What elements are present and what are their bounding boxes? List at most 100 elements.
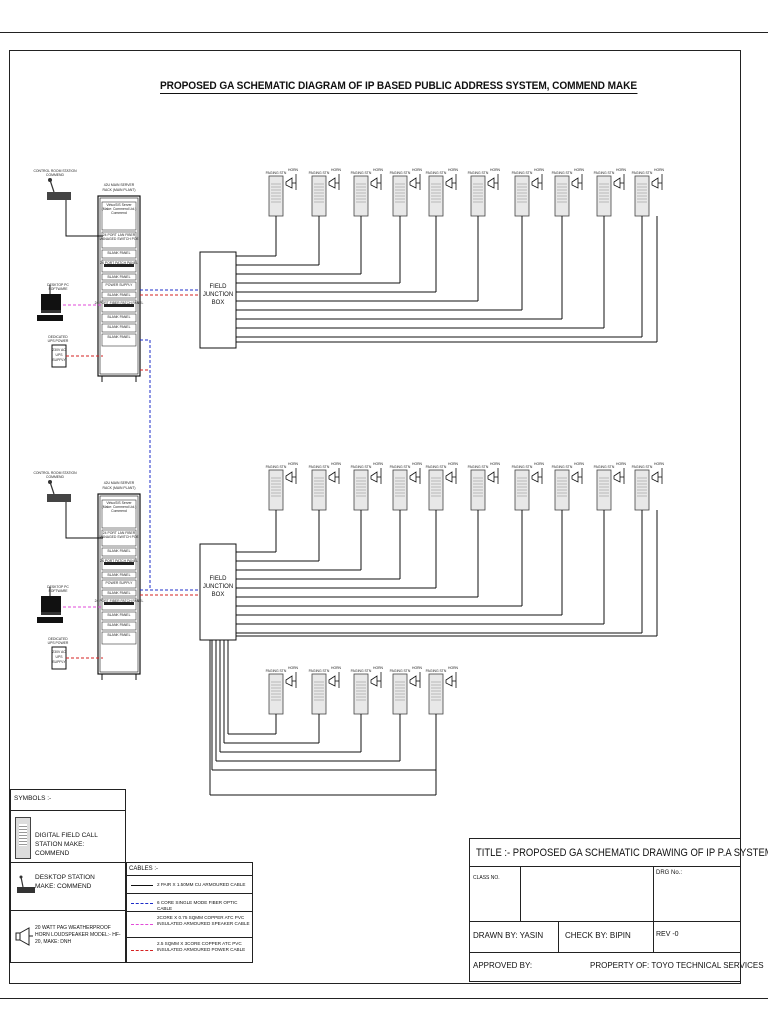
rack-unit-label: POWER SUPPLY (106, 581, 134, 585)
cables-legend: CABLES :- 2 PAIR X 1.50MM CU ARMOURED CA… (126, 862, 253, 963)
desktop-label: DESKTOP PC (47, 585, 69, 589)
cable-text-power: 2.5 SQMM X 3CORE COPPER ATC PVC INSULATE… (157, 941, 246, 952)
bottom-border-line (0, 998, 768, 999)
horn-caption: HORN (490, 462, 501, 466)
cable-swatch-speaker (131, 924, 153, 925)
horn-speaker-icon (487, 177, 495, 189)
horn-speaker-icon (531, 177, 539, 189)
top-border-line (0, 32, 768, 33)
cable-text-fiber: 6 CORE SINGLE MODE FIBER OPTIC CABLE (157, 900, 238, 911)
station-caption: PAGING STN (632, 171, 653, 175)
symbol-row-desktop-station: DESKTOP STATION MAKE: COMMEND (11, 862, 125, 911)
rack-unit-label: 24 PORT FIBER PATCH PANEL (95, 301, 144, 305)
station-caption: PAGING STN (468, 171, 489, 175)
station-caption: PAGING STN (309, 465, 330, 469)
horn-speaker-icon (531, 471, 539, 483)
cable-line (65, 502, 103, 539)
station-caption: PAGING STN (426, 669, 447, 673)
rack-unit (101, 291, 137, 299)
cable-row-speaker: 2CORE X 0.75 SQMM COPPER ATC PVC INSULAT… (127, 911, 252, 938)
property-of: PROPERTY OF: TOYO TECHNICAL SERVICES (590, 961, 764, 970)
horn-speaker-icon (651, 471, 659, 483)
rack-unit (101, 579, 137, 589)
station-caption: PAGING STN (351, 465, 372, 469)
keyboard-icon (37, 315, 63, 321)
station-caption: PAGING STN (426, 465, 447, 469)
horn-speaker-icon (409, 675, 417, 687)
symbol-horn-text: 20 WATT PAG WEATHERPROOF HORN LOUDSPEAKE… (35, 925, 121, 945)
desktop-pc-2 (37, 587, 63, 623)
control-station-label: COMMEND (46, 173, 64, 177)
horn-speaker-icon (328, 471, 336, 483)
station-caption: PAGING STN (351, 669, 372, 673)
horn-caption: HORN (373, 168, 384, 172)
station-caption: PAGING STN (390, 669, 411, 673)
monitor-icon (41, 596, 61, 612)
control-station-label: CONTROL ROOM STATION (33, 169, 77, 173)
horn-caption: HORN (412, 168, 423, 172)
station-caption: PAGING STN (594, 465, 615, 469)
monitor-icon (41, 294, 61, 310)
ups-box-label: UPS (56, 353, 64, 357)
rack-unit (101, 323, 137, 333)
desktop-station-icon (15, 875, 37, 899)
class-no-label: CLASS NO. (473, 875, 500, 881)
field-box-label: JUNCTION (203, 584, 233, 590)
rack-header: 42U MAIN SERVER (104, 183, 135, 187)
horn-caption: HORN (412, 462, 423, 466)
rack-header: 42U MAIN SERVER (104, 481, 135, 485)
rack-unit (101, 547, 137, 557)
rack-unit-label: BLANK PANEL (108, 335, 131, 339)
rack-unit-label: Commend (111, 211, 127, 215)
station-caption: PAGING STN (512, 171, 533, 175)
station-caption: PAGING STN (552, 465, 573, 469)
symbols-header: SYMBOLS :- (14, 795, 52, 802)
horn-speaker-icon (370, 471, 378, 483)
horn-caption: HORN (331, 168, 342, 172)
drawing-frame (9, 50, 741, 984)
ups-box-label: UPS (56, 655, 64, 659)
field-box-label: BOX (212, 592, 225, 598)
station-caption: PAGING STN (552, 171, 573, 175)
station-caption: PAGING STN (594, 171, 615, 175)
horn-speaker-icon (487, 471, 495, 483)
rack-unit (101, 499, 137, 529)
station-caption: PAGING STN (309, 171, 330, 175)
station-caption: PAGING STN (351, 171, 372, 175)
rack-unit (101, 313, 137, 323)
horn-speaker-icon (15, 925, 35, 949)
rack-unit-label: (Make: Commend Ltd.) (102, 505, 137, 509)
station-caption: PAGING STN (390, 171, 411, 175)
desktop-label: SOFTWARE (48, 287, 68, 291)
horn-speaker-icon (445, 177, 453, 189)
keyboard-icon (37, 617, 63, 623)
horn-caption: HORN (574, 462, 585, 466)
rack-unit (101, 281, 137, 291)
horn-speaker-icon (613, 177, 621, 189)
control-room-station-2 (47, 480, 71, 502)
station-caption: PAGING STN (468, 465, 489, 469)
horn-caption: HORN (574, 168, 585, 172)
title-block-title: TITLE :- PROPOSED GA SCHEMATIC DRAWING O… (476, 847, 768, 859)
drawing-title: PROPOSED GA SCHEMATIC DIAGRAM OF IP BASE… (160, 80, 638, 94)
ups-label: DEDICATED (48, 637, 68, 641)
horn-speaker-icon (370, 177, 378, 189)
horn-caption: HORN (654, 168, 665, 172)
